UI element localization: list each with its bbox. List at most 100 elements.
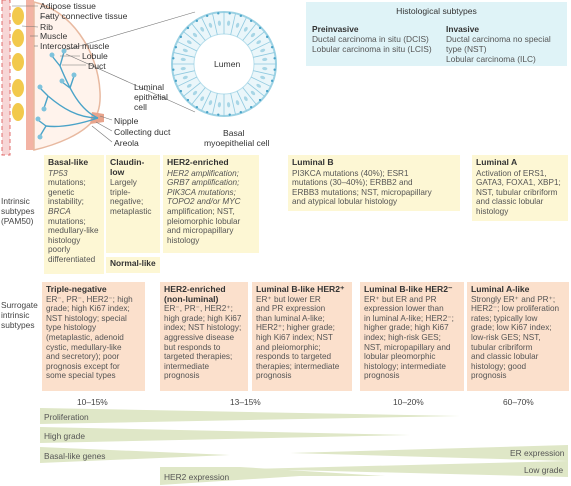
box-line: HER2 amplification;	[167, 168, 239, 178]
er-expression-wedge	[290, 445, 568, 461]
box-line: ER⁻, PR⁻, HER2⁺;	[164, 304, 233, 314]
surrogate-her2-enriched: HER2-enriched (non-luminal) ER⁻, PR⁻, HE…	[160, 282, 248, 391]
box-line: prognosis	[471, 371, 507, 381]
cell-nucleus	[186, 83, 192, 88]
basal-cell-dot	[270, 79, 274, 83]
epithelial-cell-border	[183, 31, 201, 46]
basal-cell-dot	[186, 98, 190, 102]
box-line: rates; typically low	[471, 313, 538, 323]
breast-outline	[33, 1, 101, 151]
invasive-line: Ductal carcinoma no special	[446, 34, 551, 44]
box-line: histology; intermediate	[364, 361, 446, 371]
histology-title: Histological subtypes	[396, 6, 477, 16]
box-line: prognosis	[364, 371, 400, 381]
cell-nucleus	[192, 32, 198, 38]
intrinsic-row-label: Intrinsic subtypes (PAM50)	[1, 196, 35, 226]
box-line: and pleiomorphic;	[256, 342, 321, 352]
epithelial-cell-border	[191, 23, 206, 41]
box-header: Luminal B-like HER2⁻	[364, 284, 453, 294]
label-basal-cell-1: Basal	[223, 128, 245, 138]
box-line: Largely	[110, 178, 137, 188]
epithelial-cell-border	[242, 87, 257, 105]
box-line: mutations;	[48, 178, 86, 188]
epithelial-cell-border	[173, 52, 195, 58]
box-line: index; NST histology;	[164, 323, 242, 333]
box-line: poorly	[48, 245, 71, 255]
epithelial-cell-border	[242, 23, 257, 41]
epithelial-cell-border	[212, 93, 218, 115]
cell-nucleus	[180, 66, 186, 71]
box-line: in luminal A-like; HER2⁻;	[364, 313, 454, 323]
box-line: prognosis except for	[46, 361, 120, 371]
basal-cell-dot	[172, 57, 175, 60]
basal-cell-dot	[179, 35, 183, 39]
epithelial-cell-border	[230, 93, 236, 115]
fat-pad	[12, 7, 24, 25]
box-line: HER2⁻; low proliferation	[471, 304, 560, 314]
label-muscle: Muscle	[40, 31, 68, 41]
intrinsic-basal-like: Basal-like TP53 mutations; genetic insta…	[44, 155, 104, 274]
box-header: Luminal B	[292, 157, 334, 167]
cell-nucleus	[250, 90, 256, 96]
box-header: Triple-negative	[46, 284, 107, 294]
epithelial-cell-border	[236, 16, 247, 38]
lobule-clusters	[35, 48, 77, 140]
cell-nucleus	[260, 48, 266, 53]
basal-cell-dot	[273, 57, 276, 60]
label-lobule: Lobule	[82, 51, 108, 61]
basal-cell-dot	[195, 105, 199, 109]
box-line: intermediate	[164, 361, 210, 371]
cell-nucleus	[192, 90, 198, 96]
box-line: GATA3, FOXA1, XBP1;	[476, 178, 561, 188]
label-luminal-cell-3: cell	[134, 102, 147, 112]
box-line: low-risk GES; NST,	[471, 332, 541, 342]
intrinsic-her2-enriched: HER2-enriched HER2 amplification; GRB7 a…	[163, 155, 259, 253]
epithelial-cell-border	[176, 76, 198, 87]
label-adipose: Adipose tissue	[40, 1, 96, 11]
label-low-grade: Low grade	[524, 465, 564, 475]
box-line: ER⁺ but lower ER	[256, 294, 321, 304]
row-label-line: Surrogate	[1, 300, 38, 310]
cell-nucleus	[217, 20, 222, 26]
box-line: but responds to	[164, 342, 221, 352]
preinvasive-column: Preinvasive Ductal carcinoma in situ (DC…	[312, 24, 432, 54]
label-high-grade: High grade	[44, 431, 85, 441]
invasive-line: type (NST)	[446, 44, 487, 54]
cell-nucleus	[208, 22, 213, 28]
surrogate-luminal-b-her2-neg: Luminal B-like HER2⁻ ER⁺ but ER and PR e…	[360, 282, 464, 391]
box-header: Normal-like	[110, 258, 156, 268]
box-line: Activation of ERS1,	[476, 168, 547, 178]
row-label-line: subtypes	[1, 320, 35, 330]
low-grade-wedge	[250, 461, 568, 477]
box-line: type histology	[46, 323, 97, 333]
cell-nucleus	[217, 102, 222, 108]
cell-nucleus	[235, 100, 240, 106]
box-line: aggressive disease	[164, 332, 235, 342]
intrinsic-luminal-a: Luminal A Activation of ERS1, GATA3, FOX…	[472, 155, 568, 221]
basal-cell-dot	[205, 14, 209, 18]
percentage-her2: 13–15%	[230, 397, 261, 407]
epithelial-cell-border	[191, 87, 206, 105]
box-line: triple-	[110, 187, 131, 197]
cell-nucleus	[256, 40, 262, 45]
box-line: and micropapillary	[167, 226, 234, 236]
cell-nucleus	[243, 96, 248, 102]
box-line: medullary-like	[48, 226, 99, 236]
cell-nucleus	[226, 102, 231, 108]
percentage-luminal-b: 10–20%	[393, 397, 424, 407]
box-line: mutations;	[48, 216, 86, 226]
box-line: pleiomorphic lobular	[167, 216, 241, 226]
box-line: higher grade; high Ki67	[364, 323, 449, 333]
box-line: (metaplastic, adenoid	[46, 332, 124, 342]
box-header: Basal-like	[48, 157, 89, 167]
label-rib: Rib	[40, 22, 53, 32]
label-lumen: Lumen	[214, 59, 241, 69]
epithelial-cell-border	[183, 82, 201, 97]
box-line: PI3KCA mutations (40%); ESR1	[292, 168, 409, 178]
box-header: HER2-enriched	[164, 284, 226, 294]
cell-nucleus	[235, 22, 240, 28]
box-line: and classic lobular	[471, 352, 539, 362]
cell-nucleus	[256, 83, 262, 88]
cell-nucleus	[243, 26, 248, 32]
box-line: histology; good	[471, 361, 527, 371]
